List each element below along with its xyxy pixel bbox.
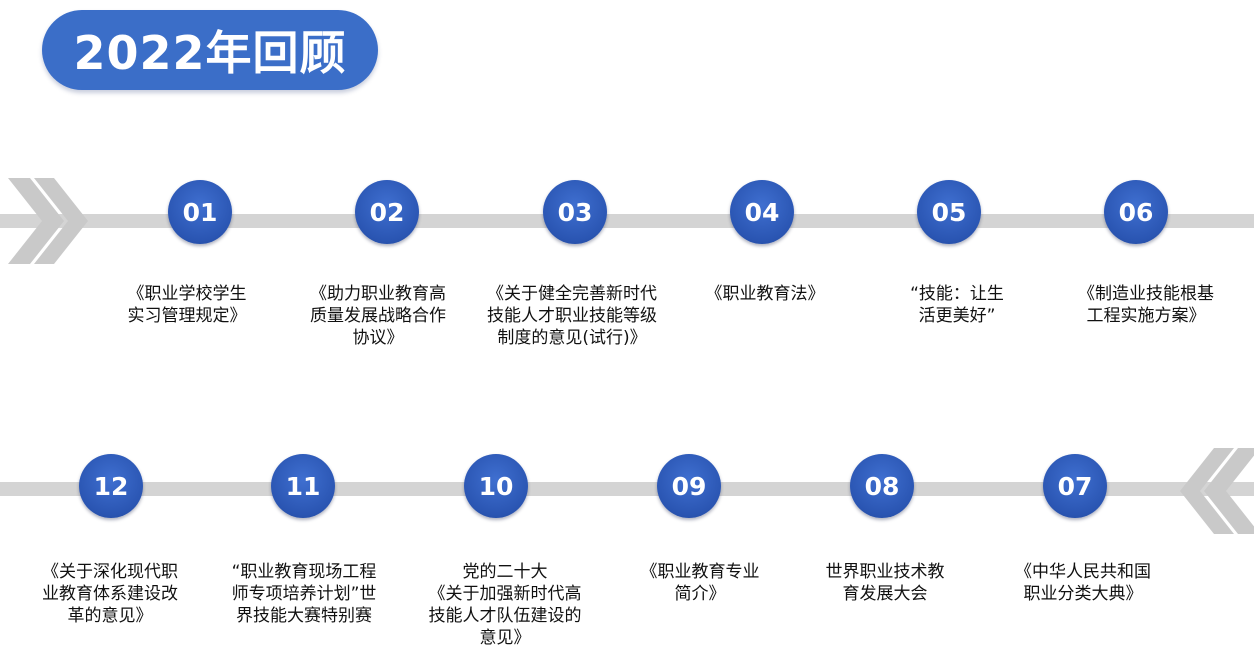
timeline-label-08: 世界职业技术教育发展大会 xyxy=(825,562,945,604)
timeline-node-01: 01 xyxy=(168,180,232,244)
timeline-node-08: 08 xyxy=(850,454,914,518)
timeline-label-06: 《制造业技能根基工程实施方案》 xyxy=(1078,284,1214,326)
timeline-node-12: 12 xyxy=(79,454,143,518)
timeline-node-05: 05 xyxy=(917,180,981,244)
timeline-label-02: 《助力职业教育高质量发展战略合作协议》 xyxy=(310,284,446,348)
timeline-label-12: 《关于深化现代职业教育体系建设改革的意见》 xyxy=(42,562,178,626)
timeline-node-02: 02 xyxy=(355,180,419,244)
timeline-node-09: 09 xyxy=(657,454,721,518)
timeline-label-04: 《职业教育法》 xyxy=(705,284,825,304)
page-title: 2022年回顾 xyxy=(42,10,378,90)
timeline-label-11: “职业教育现场工程师专项培养计划”世界技能大赛特别赛 xyxy=(231,562,377,626)
timeline-label-07: 《中华人民共和国职业分类大典》 xyxy=(1015,562,1151,604)
timeline-label-10: 党的二十大《关于加强新时代高技能人才队伍建设的意见》 xyxy=(428,562,582,648)
timeline-node-07: 07 xyxy=(1043,454,1107,518)
timeline-label-09: 《职业教育专业简介》 xyxy=(640,562,760,604)
timeline-node-10: 10 xyxy=(464,454,528,518)
timeline-node-11: 11 xyxy=(271,454,335,518)
timeline-label-01: 《职业学校学生实习管理规定》 xyxy=(127,284,247,326)
double-chevron-left-icon xyxy=(1180,448,1254,534)
timeline-label-05: “技能：让生活更美好” xyxy=(910,284,1004,326)
timeline-label-03: 《关于健全完善新时代技能人才职业技能等级制度的意见(试行)》 xyxy=(487,284,657,348)
double-chevron-right-icon xyxy=(8,178,88,264)
timeline-node-03: 03 xyxy=(543,180,607,244)
timeline-node-04: 04 xyxy=(730,180,794,244)
timeline-node-06: 06 xyxy=(1104,180,1168,244)
